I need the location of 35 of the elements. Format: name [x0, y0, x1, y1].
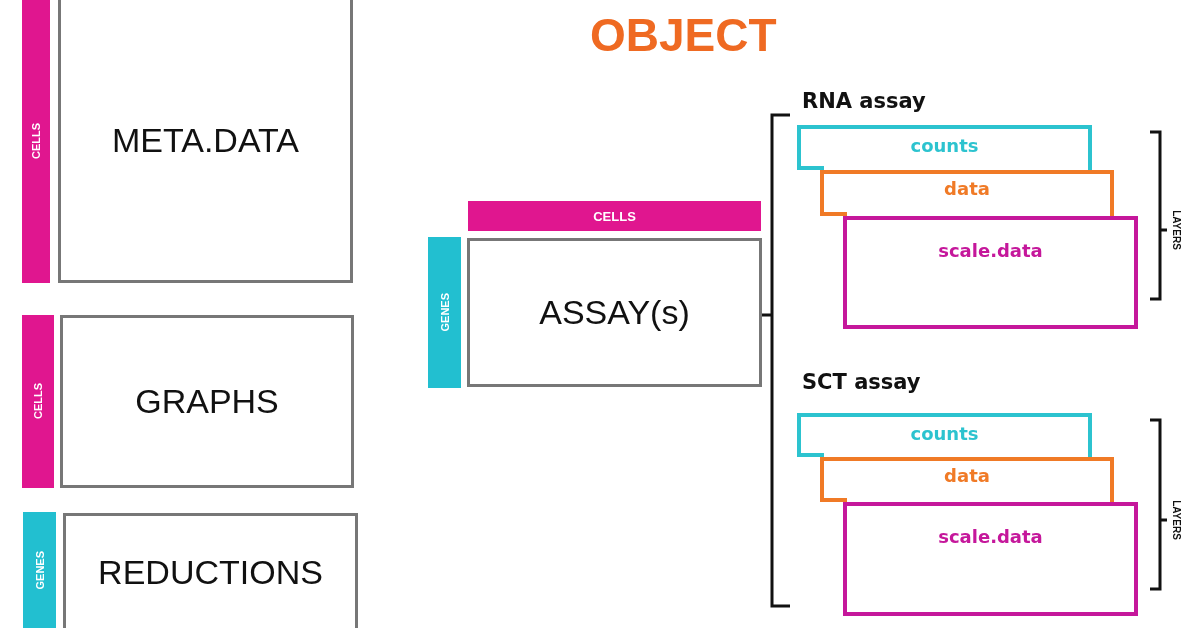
- axis-bar: [23, 512, 56, 628]
- layer-card: [843, 216, 1138, 329]
- axis-bar: [22, 0, 50, 283]
- bracket-label: LAYERS: [1171, 500, 1182, 540]
- data-panel: [467, 238, 762, 387]
- axis-bar: [468, 201, 761, 231]
- layer-title: data: [944, 178, 990, 199]
- axis-label: GENES: [33, 550, 46, 590]
- assay-heading: RNA assay: [802, 89, 926, 113]
- data-panel: [58, 0, 353, 283]
- layer-card: [820, 170, 1114, 216]
- data-panel: [63, 513, 358, 628]
- axis-bar: [428, 237, 461, 388]
- axis-label: CELLS: [32, 383, 44, 420]
- panel-title: META.DATA: [112, 120, 299, 160]
- layer-card: [797, 413, 1092, 457]
- axis-label: CELLS: [30, 123, 42, 160]
- axis-label: GENES: [438, 293, 451, 332]
- layer-card: [843, 502, 1138, 616]
- panel-title: ASSAY(s): [539, 293, 690, 332]
- layer-title: scale.data: [938, 526, 1043, 547]
- layer-title: counts: [910, 423, 979, 444]
- layer-title: scale.data: [938, 240, 1043, 261]
- panel-title: GRAPHS: [135, 382, 279, 421]
- panel-title: REDUCTIONS: [98, 552, 323, 592]
- layer-card: [797, 125, 1092, 170]
- diagram-title: OBJECT: [590, 8, 777, 62]
- bracket-label: LAYERS: [1171, 210, 1182, 250]
- axis-label: CELLS: [593, 208, 636, 224]
- layer-title: data: [944, 465, 990, 486]
- layer-card: [820, 457, 1114, 502]
- data-panel: [60, 315, 354, 488]
- assay-heading: SCT assay: [802, 370, 921, 394]
- layer-title: counts: [910, 135, 979, 156]
- axis-bar: [22, 315, 54, 488]
